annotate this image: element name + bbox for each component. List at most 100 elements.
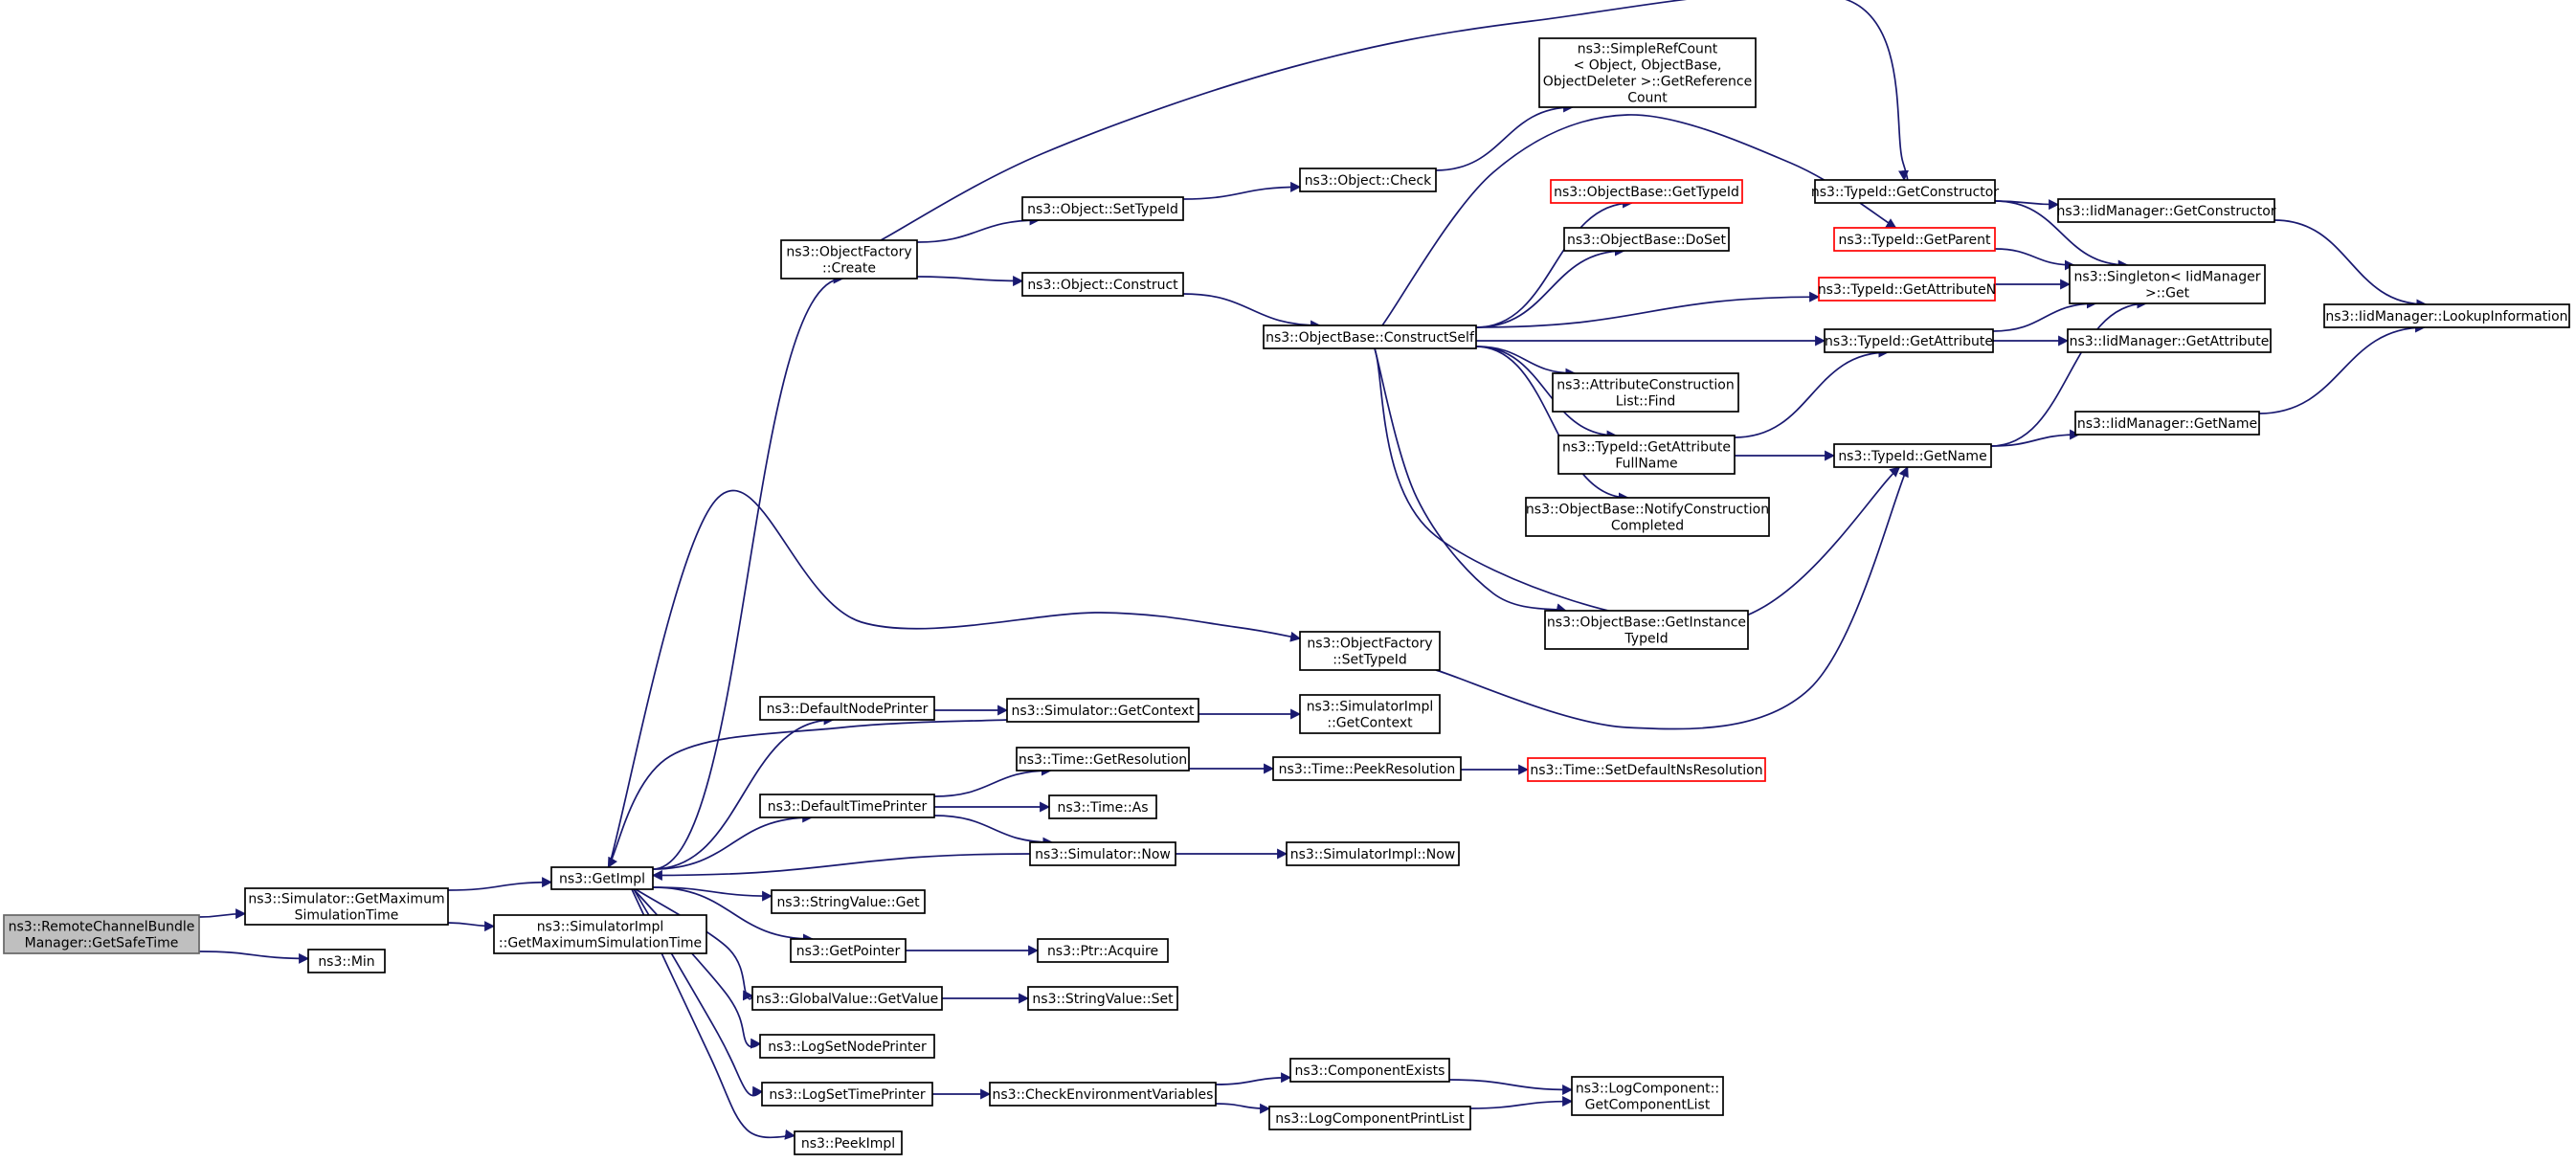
node-box: [1286, 841, 1460, 866]
node-box: [771, 889, 926, 914]
node-label: ns3::LogSetNodePrinter: [768, 1040, 927, 1055]
node-box: [1525, 497, 1770, 537]
node-label: ns3::LogComponentPrintList: [1275, 1111, 1465, 1127]
node-stringvalue_set[interactable]: ns3::StringValue::Set: [1027, 986, 1178, 1011]
node-label: TypeId: [1624, 631, 1668, 646]
node-label: ns3::Time::GetResolution: [1019, 752, 1187, 768]
edge-root-to-min: [198, 951, 310, 964]
node-peekimpl[interactable]: ns3::PeekImpl: [794, 1130, 903, 1155]
node-label: ns3::SimulatorImpl: [1307, 699, 1434, 714]
node-label: >::Get: [2145, 285, 2190, 301]
node-getmaxsim[interactable]: ns3::Simulator::GetMaximumSimulationTime: [244, 887, 449, 926]
node-label: ns3::IidManager::LookupInformation: [2325, 309, 2567, 324]
node-label: < Object, ObjectBase,: [1574, 57, 1722, 73]
node-simimpl_getcontext[interactable]: ns3::SimulatorImpl::GetContext: [1299, 694, 1441, 734]
node-objbase_notifyconstruction[interactable]: ns3::ObjectBase::NotifyConstructionCompl…: [1525, 497, 1770, 537]
node-label: List::Find: [1616, 393, 1676, 409]
node-label: ns3::TypeId::GetParent: [1839, 233, 1991, 248]
edge-objbase_constructself-to-typeid_getattributefullname: [1475, 346, 1618, 441]
node-typeid_getconstructor[interactable]: ns3::TypeId::GetConstructor: [1811, 179, 1999, 204]
node-label: ns3::Simulator::GetMaximum: [248, 891, 444, 906]
node-ptr_acquire[interactable]: ns3::Ptr::Acquire: [1037, 938, 1169, 963]
node-label: ns3::LogSetTimePrinter: [769, 1087, 926, 1103]
node-globalvalue_getvalue[interactable]: ns3::GlobalValue::GetValue: [751, 986, 943, 1011]
node-objfactory_create[interactable]: ns3::ObjectFactory::Create: [780, 239, 918, 280]
node-getimpl[interactable]: ns3::GetImpl: [550, 866, 654, 890]
edge-objbase_constructself-to-objbase_getinstancetypeid: [1374, 347, 1567, 615]
node-time_setdefaultnsresolution[interactable]: ns3::Time::SetDefaultNsResolution: [1527, 757, 1766, 782]
node-objbase_gettypeid[interactable]: ns3::ObjectBase::GetTypeId: [1550, 179, 1743, 204]
node-logsetnodeprinter[interactable]: ns3::LogSetNodePrinter: [759, 1034, 935, 1059]
node-label: ns3::ObjectBase::ConstructSelf: [1266, 330, 1475, 346]
node-iidmanager_getname[interactable]: ns3::IidManager::GetName: [2074, 411, 2260, 436]
node-label: ns3::GlobalValue::GetValue: [756, 992, 938, 1007]
node-iidmanager_lookupinformation[interactable]: ns3::IidManager::LookupInformation: [2323, 303, 2570, 328]
node-label: ns3::IidManager::GetAttribute: [2070, 334, 2270, 349]
node-singleton_get[interactable]: ns3::Singleton< IidManager>::Get: [2069, 264, 2266, 304]
edge-getmaxsim-to-simimpl_getmax: [447, 921, 496, 932]
node-defaulttimeprinter[interactable]: ns3::DefaultTimePrinter: [759, 794, 935, 818]
node-box: [1552, 372, 1739, 413]
node-label: ns3::GetPointer: [796, 944, 901, 959]
node-box: [1289, 1058, 1450, 1083]
node-box: [759, 696, 935, 721]
node-box: [759, 1034, 935, 1059]
node-sim_now[interactable]: ns3::Simulator::Now: [1029, 841, 1176, 866]
node-label: ObjectDeleter >::GetReference: [1543, 74, 1752, 89]
node-label: ::GetContext: [1327, 715, 1413, 730]
node-box: [2323, 303, 2570, 328]
node-box: [307, 949, 386, 973]
node-objfactory_settypeid[interactable]: ns3::ObjectFactory::SetTypeId: [1299, 631, 1441, 671]
node-box: [3, 914, 200, 954]
node-typeid_getattributen[interactable]: ns3::TypeId::GetAttributeN: [1818, 277, 1996, 302]
node-box: [1021, 196, 1184, 221]
node-box: [1272, 756, 1462, 781]
node-typeid_getname[interactable]: ns3::TypeId::GetName: [1833, 443, 1992, 468]
node-typeid_getparent[interactable]: ns3::TypeId::GetParent: [1833, 227, 1996, 252]
edge-objfactory_create-to-object_construct: [916, 276, 1024, 287]
node-box: [1029, 841, 1176, 866]
node-time_as[interactable]: ns3::Time::As: [1048, 794, 1157, 819]
edge-root-to-getmaxsim: [198, 908, 247, 920]
node-time_peekresolution[interactable]: ns3::Time::PeekResolution: [1272, 756, 1462, 781]
node-objbase_constructself[interactable]: ns3::ObjectBase::ConstructSelf: [1263, 324, 1477, 349]
node-object_check[interactable]: ns3::Object::Check: [1299, 168, 1437, 192]
node-logcomponentprintlist[interactable]: ns3::LogComponentPrintList: [1268, 1106, 1471, 1130]
node-sim_getcontext[interactable]: ns3::Simulator::GetContext: [1006, 698, 1199, 723]
node-object_settypeid[interactable]: ns3::Object::SetTypeId: [1021, 196, 1184, 221]
node-objbase_doset[interactable]: ns3::ObjectBase::DoSet: [1563, 227, 1730, 252]
node-min[interactable]: ns3::Min: [307, 949, 386, 973]
node-box: [2074, 411, 2260, 436]
node-logsettimeprinter[interactable]: ns3::LogSetTimePrinter: [761, 1082, 933, 1107]
node-box: [2069, 264, 2266, 304]
edge-objbase_constructself-to-typeid_getparent: [1381, 114, 1897, 326]
node-time_getresolution[interactable]: ns3::Time::GetResolution: [1016, 747, 1190, 772]
node-label: ns3::Singleton< IidManager: [2074, 269, 2261, 284]
node-label: ns3::PeekImpl: [801, 1136, 895, 1152]
node-typeid_getattribute[interactable]: ns3::TypeId::GetAttribute: [1824, 328, 1994, 353]
node-defaultnodeprinter[interactable]: ns3::DefaultNodePrinter: [759, 696, 935, 721]
node-box: [790, 938, 907, 963]
edge-componentexists-to-logcomponent_getcomponentlist: [1448, 1079, 1574, 1096]
node-label: ns3::AttributeConstruction: [1557, 377, 1734, 392]
node-logcomponent_getcomponentlist[interactable]: ns3::LogComponent::GetComponentList: [1571, 1076, 1724, 1116]
node-getpointer[interactable]: ns3::GetPointer: [790, 938, 907, 963]
node-simimpl_getmax[interactable]: ns3::SimulatorImpl::GetMaximumSimulation…: [493, 914, 707, 954]
node-checkenv[interactable]: ns3::CheckEnvironmentVariables: [989, 1082, 1217, 1107]
node-object_construct[interactable]: ns3::Object::Construct: [1021, 272, 1184, 297]
node-simplerefcount[interactable]: ns3::SimpleRefCount< Object, ObjectBase,…: [1538, 37, 1757, 108]
node-label: ns3::ComponentExists: [1295, 1063, 1445, 1079]
edge-objfactory_settypeid-to-typeid_getname: [1435, 465, 1909, 730]
node-box: [1268, 1106, 1471, 1130]
node-stringvalue_get[interactable]: ns3::StringValue::Get: [771, 889, 926, 914]
node-simimpl_now[interactable]: ns3::SimulatorImpl::Now: [1286, 841, 1460, 866]
node-box: [1006, 698, 1199, 723]
node-label: ns3::SimulatorImpl: [537, 919, 664, 934]
node-iidmanager_getattribute[interactable]: ns3::IidManager::GetAttribute: [2067, 328, 2272, 353]
node-componentexists[interactable]: ns3::ComponentExists: [1289, 1058, 1450, 1083]
node-iidmanager_getconstructor[interactable]: ns3::IidManager::GetConstructor: [2056, 198, 2276, 223]
